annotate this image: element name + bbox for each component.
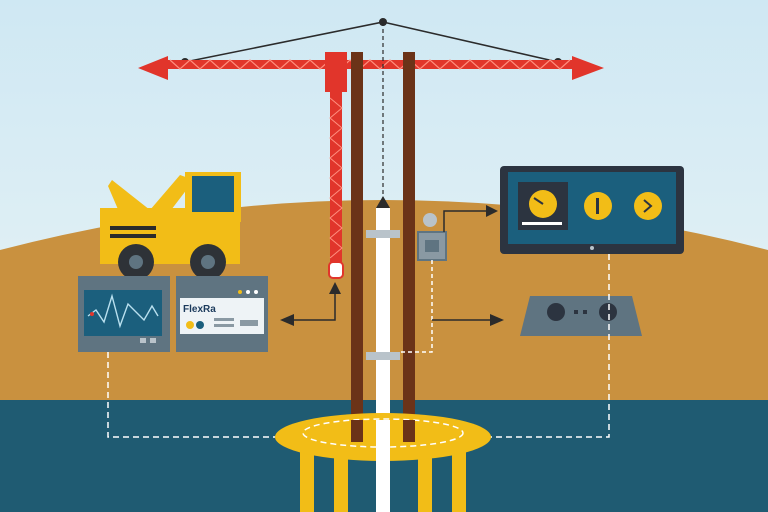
truck [100, 172, 241, 280]
hoist-arrow [376, 196, 390, 208]
brand-text: FlexRa [183, 304, 216, 315]
chevron-right-icon [634, 192, 662, 220]
monitor-dashed-link [490, 254, 610, 438]
sensor-to-monitor-line [443, 210, 488, 232]
drill-pipe-lower [376, 420, 390, 512]
crane-mast [325, 52, 347, 279]
controller-device [520, 296, 642, 336]
panel-arrow [280, 314, 294, 326]
crane-jib [138, 56, 604, 80]
derrick-left-foot [351, 420, 363, 442]
info-screen [180, 298, 264, 334]
jib-right-arrow [572, 56, 604, 80]
pipe-clamp-upper [366, 230, 400, 238]
derrick-right-leg [403, 52, 415, 442]
info-status-dot-yellow [186, 321, 194, 329]
chart-screen [84, 290, 162, 336]
sensor-to-monitor-arrow [486, 205, 498, 217]
info-status-dot-blue [196, 321, 204, 329]
monitor [500, 166, 684, 254]
truck-window [192, 176, 234, 212]
sensor-to-controller-arrow [490, 314, 504, 326]
derrick-left-leg [351, 52, 363, 442]
panel-dashed-link [107, 352, 275, 438]
controller-knob-right [599, 303, 617, 321]
jib-left-arrow [138, 56, 168, 80]
chart-line [87, 293, 159, 329]
crane-hook-arrow [329, 282, 341, 294]
sensor-dashed-link [400, 260, 433, 353]
derrick-right-foot [403, 420, 415, 442]
crane-to-panel-line [292, 288, 336, 321]
controller-knob-left [547, 303, 565, 321]
pipe-clamp-lower [366, 352, 400, 360]
control-panel-left: FlexRa [78, 276, 268, 352]
sensor-box [417, 213, 447, 261]
